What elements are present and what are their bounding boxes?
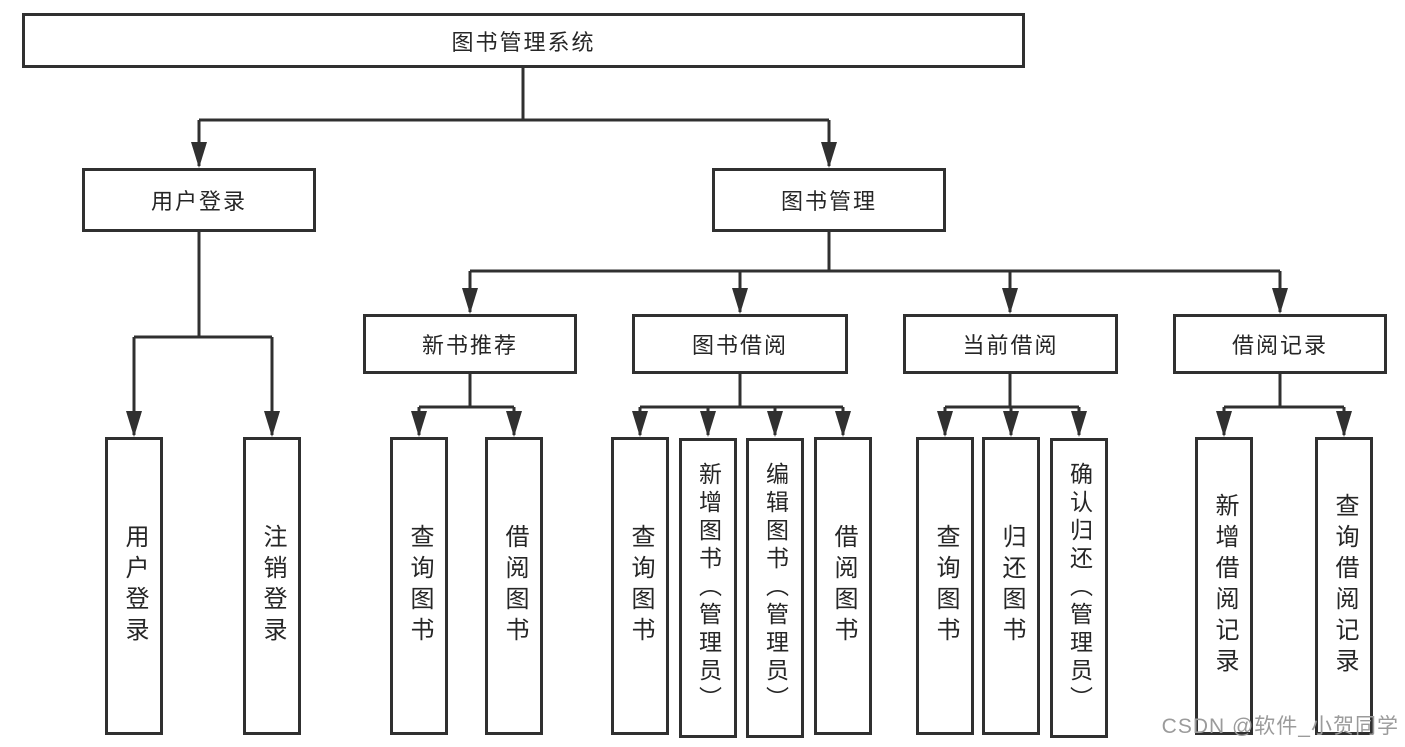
leaf-borrow-books-recommend: 借阅图书 bbox=[485, 437, 543, 735]
node-label: 查询图书 bbox=[932, 524, 959, 648]
arrowheads bbox=[126, 142, 1352, 437]
leaf-edit-books-admin: 编辑图书（管理员） bbox=[746, 438, 804, 738]
leaf-user-login: 用户登录 bbox=[105, 437, 163, 735]
node-library-management-system: 图书管理系统 bbox=[22, 13, 1025, 68]
node-label: 编辑图书（管理员） bbox=[762, 462, 789, 714]
node-label: 新书推荐 bbox=[421, 333, 518, 358]
node-label: 图书借阅 bbox=[691, 333, 788, 358]
csdn-watermark: CSDN @软件_小贺同学 bbox=[1161, 715, 1399, 738]
node-label: 注销登录 bbox=[259, 524, 286, 648]
node-current-borrowing: 当前借阅 bbox=[903, 314, 1118, 374]
node-label: 借阅图书 bbox=[501, 524, 528, 648]
node-label: 用户登录 bbox=[121, 524, 148, 648]
node-label: 确认归还（管理员） bbox=[1066, 462, 1093, 714]
leaf-query-books-current: 查询图书 bbox=[916, 437, 974, 735]
node-book-borrowing: 图书借阅 bbox=[632, 314, 848, 374]
leaf-add-borrow-record: 新增借阅记录 bbox=[1195, 437, 1253, 735]
leaf-return-books: 归还图书 bbox=[982, 437, 1040, 735]
leaf-confirm-return-admin: 确认归还（管理员） bbox=[1050, 438, 1108, 738]
node-label: 新增借阅记录 bbox=[1211, 493, 1238, 679]
node-label: 借阅图书 bbox=[830, 524, 857, 648]
node-label: 查询借阅记录 bbox=[1331, 493, 1358, 679]
leaf-query-borrow-record: 查询借阅记录 bbox=[1315, 437, 1373, 735]
node-borrowing-records: 借阅记录 bbox=[1173, 314, 1387, 374]
node-label: 查询图书 bbox=[406, 524, 433, 648]
leaf-query-books-recommend: 查询图书 bbox=[390, 437, 448, 735]
node-label: 借阅记录 bbox=[1231, 333, 1328, 358]
node-label: 图书管理 bbox=[780, 189, 877, 214]
leaf-borrow-books: 借阅图书 bbox=[814, 437, 872, 735]
node-label: 用户登录 bbox=[150, 189, 247, 214]
node-label: 新增图书（管理员） bbox=[695, 462, 722, 714]
node-label: 归还图书 bbox=[998, 524, 1025, 648]
leaf-add-books-admin: 新增图书（管理员） bbox=[679, 438, 737, 738]
leaf-query-books-borrowing: 查询图书 bbox=[611, 437, 669, 735]
node-new-book-recommendation: 新书推荐 bbox=[363, 314, 577, 374]
node-label: 查询图书 bbox=[627, 524, 654, 648]
node-label: 图书管理系统 bbox=[451, 29, 596, 55]
node-book-management: 图书管理 bbox=[712, 168, 946, 232]
leaf-logout: 注销登录 bbox=[243, 437, 301, 735]
node-user-login: 用户登录 bbox=[82, 168, 316, 232]
node-label: 当前借阅 bbox=[962, 333, 1059, 358]
